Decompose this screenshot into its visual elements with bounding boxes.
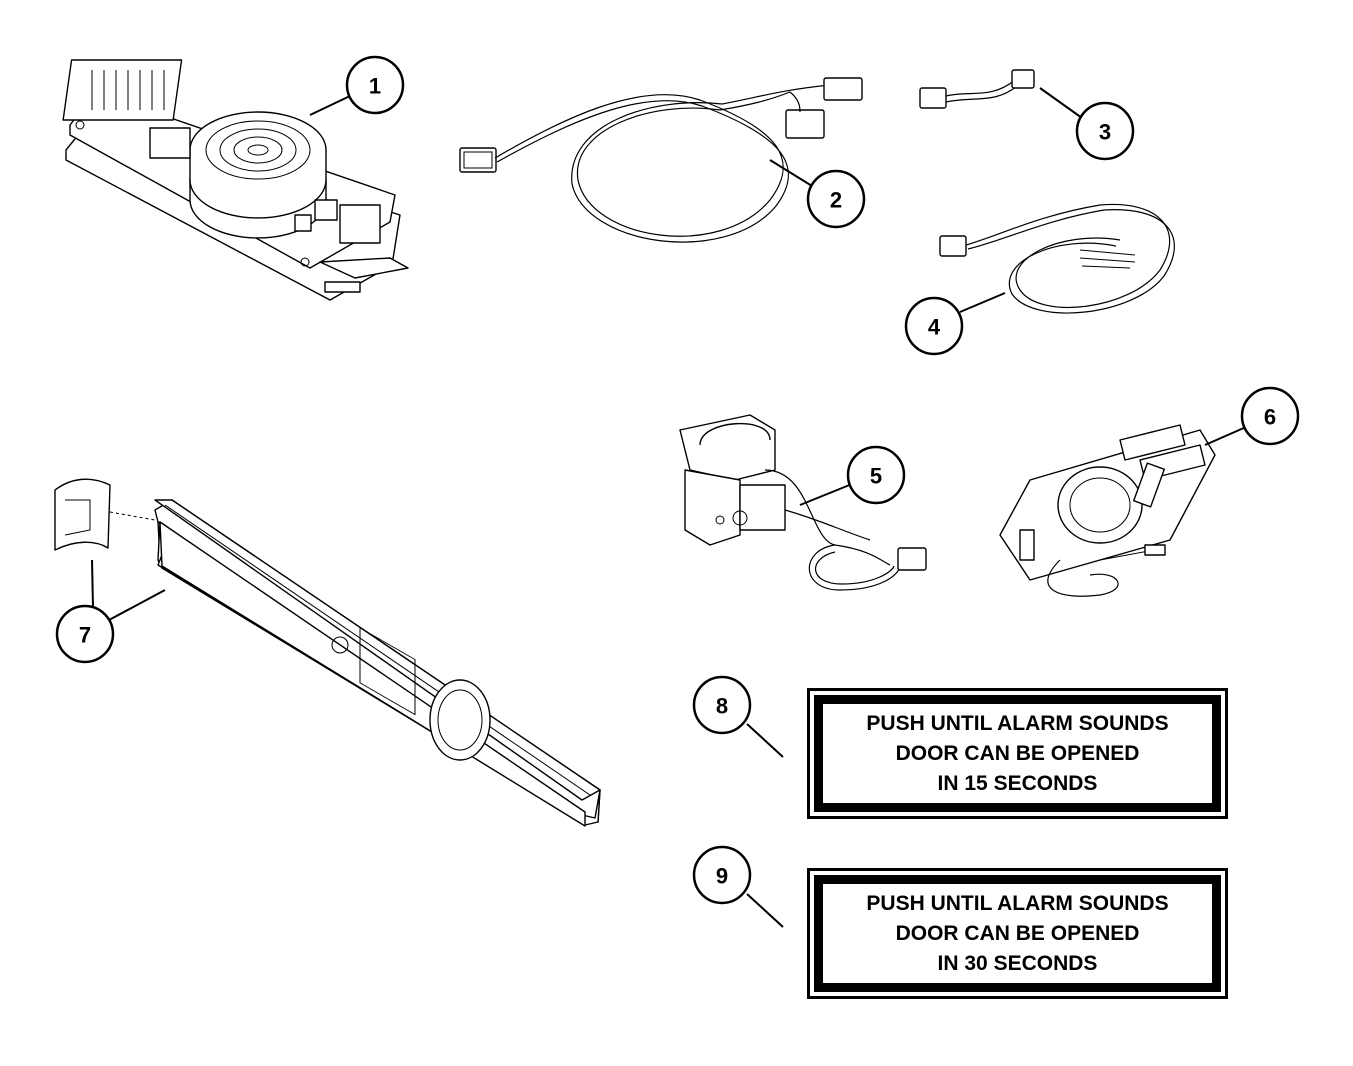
callout-1: 1 (345, 55, 405, 115)
callout-3: 3 (1075, 101, 1135, 161)
callout-6-number: 6 (1264, 405, 1276, 430)
part-5-switch-assembly (679, 414, 927, 591)
part-6-mounting-plate (999, 424, 1216, 597)
callout-3-number: 3 (1099, 120, 1111, 145)
label-15-line-2: DOOR CAN BE OPENED (895, 741, 1140, 765)
label-30-line-3: IN 30 SECONDS (937, 951, 1098, 975)
callout-4: 4 (904, 296, 964, 356)
callout-7-number: 7 (79, 623, 91, 648)
callout-4-number: 4 (928, 315, 941, 340)
part-3-jumper (919, 69, 1035, 109)
label-15-line-1: PUSH UNTIL ALARM SOUNDS (866, 711, 1169, 735)
leader-lines (91, 87, 1247, 928)
callout-9: 9 (692, 845, 752, 905)
label-30-line-1: PUSH UNTIL ALARM SOUNDS (866, 891, 1169, 915)
label-15-seconds: PUSH UNTIL ALARM SOUNDS DOOR CAN BE OPEN… (807, 688, 1228, 819)
part-7-push-bar-cover (54, 478, 601, 827)
label-15-seconds-border: PUSH UNTIL ALARM SOUNDS DOOR CAN BE OPEN… (814, 695, 1221, 812)
part-2-wire-harness (459, 77, 863, 243)
label-15-line-3: IN 15 SECONDS (937, 771, 1098, 795)
callout-5-number: 5 (870, 464, 882, 489)
label-30-seconds: PUSH UNTIL ALARM SOUNDS DOOR CAN BE OPEN… (807, 868, 1228, 999)
label-30-seconds-border: PUSH UNTIL ALARM SOUNDS DOOR CAN BE OPEN… (814, 875, 1221, 992)
callout-8: 8 (692, 675, 752, 735)
callout-2-number: 2 (830, 188, 842, 213)
callout-7: 7 (55, 604, 115, 664)
callout-6: 6 (1240, 386, 1300, 446)
callout-9-number: 9 (716, 864, 728, 889)
part-1-alarm-module (62, 59, 409, 301)
label-30-line-2: DOOR CAN BE OPENED (895, 921, 1140, 945)
callout-1-number: 1 (369, 74, 381, 99)
callout-5: 5 (846, 445, 906, 505)
callout-8-number: 8 (716, 694, 728, 719)
callout-2: 2 (806, 169, 866, 229)
part-4-coiled-lead (939, 203, 1175, 314)
